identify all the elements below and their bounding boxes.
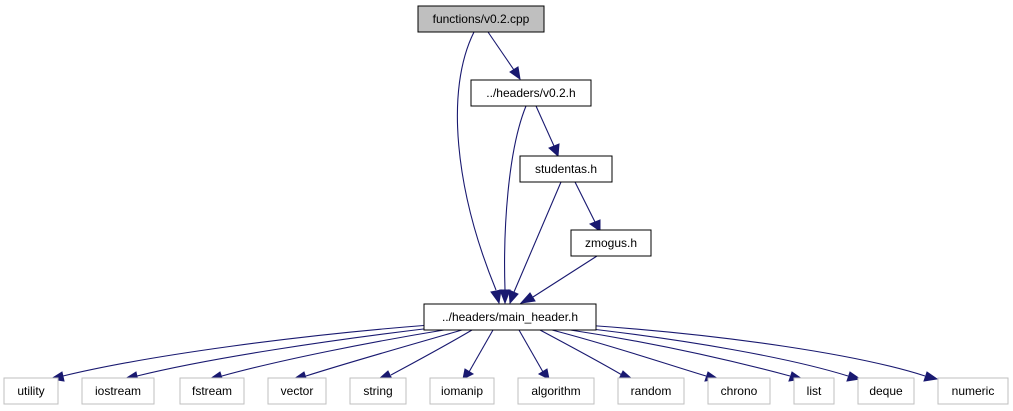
edge-main-header-to-random bbox=[539, 329, 623, 376]
node-string[interactable]: string bbox=[349, 377, 407, 405]
node-zmogus[interactable]: zmogus.h bbox=[570, 229, 652, 257]
node-random[interactable]: random bbox=[617, 377, 685, 405]
node-studentas[interactable]: studentas.h bbox=[519, 155, 613, 183]
node-vector-label: vector bbox=[281, 384, 314, 398]
edge-v02-header-to-main-header bbox=[504, 105, 527, 291]
node-utility[interactable]: utility bbox=[3, 377, 59, 405]
node-chrono-label: chrono bbox=[721, 384, 758, 398]
edge-root-to-main-header bbox=[456, 31, 497, 291]
edge-main-header-to-fstream bbox=[221, 328, 451, 377]
edge-main-header-to-utility bbox=[62, 324, 431, 377]
node-string-label: string bbox=[363, 384, 392, 398]
edge-zmogus-to-main-header bbox=[532, 255, 598, 298]
node-studentas-label: studentas.h bbox=[535, 162, 597, 176]
edge-studentas-to-main-header bbox=[513, 181, 562, 293]
node-iostream-label: iostream bbox=[95, 384, 141, 398]
graph-edges bbox=[49, 31, 939, 382]
edge-main-header-to-string bbox=[390, 329, 473, 376]
node-zmogus-label: zmogus.h bbox=[585, 236, 637, 250]
arrowhead-zmogus bbox=[588, 219, 601, 232]
node-iostream[interactable]: iostream bbox=[81, 377, 155, 405]
arrowhead-main-header-from-root bbox=[490, 289, 502, 305]
node-deque-label: deque bbox=[869, 384, 903, 398]
edge-studentas-to-zmogus bbox=[574, 181, 596, 223]
node-numeric-label: numeric bbox=[952, 384, 995, 398]
node-iomanip-label: iomanip bbox=[441, 384, 483, 398]
node-numeric[interactable]: numeric bbox=[937, 377, 1009, 405]
node-v02-header[interactable]: ../headers/v0.2.h bbox=[470, 79, 592, 107]
edge-root-to-v02-header bbox=[487, 31, 515, 71]
node-iomanip[interactable]: iomanip bbox=[429, 377, 495, 405]
node-list[interactable]: list bbox=[793, 377, 835, 405]
edge-main-header-to-chrono bbox=[551, 329, 707, 377]
edge-main-header-to-iostream bbox=[136, 326, 441, 377]
edge-main-header-to-vector bbox=[305, 329, 463, 377]
arrowhead-iomanip bbox=[462, 368, 475, 380]
arrowhead-main-header-from-studentas bbox=[508, 289, 519, 305]
edge-main-header-to-list bbox=[563, 328, 791, 377]
edge-main-header-to-numeric bbox=[583, 324, 926, 377]
node-fstream[interactable]: fstream bbox=[179, 377, 245, 405]
arrowhead-studentas bbox=[548, 143, 560, 158]
arrowhead-algorithm bbox=[537, 368, 550, 380]
node-main-header[interactable]: ../headers/main_header.h bbox=[423, 303, 597, 331]
node-list-label: list bbox=[807, 384, 822, 398]
node-v02-header-label: ../headers/v0.2.h bbox=[486, 86, 575, 100]
node-root-file-label: functions/v0.2.cpp bbox=[433, 12, 530, 26]
edge-main-header-to-algorithm bbox=[518, 329, 544, 373]
node-random-label: random bbox=[631, 384, 672, 398]
node-utility-label: utility bbox=[17, 384, 44, 398]
arrowhead-main-header-from-v02 bbox=[499, 289, 511, 305]
arrowhead-deque bbox=[846, 371, 862, 382]
node-chrono[interactable]: chrono bbox=[707, 377, 771, 405]
node-root-file[interactable]: functions/v0.2.cpp bbox=[417, 5, 545, 33]
edge-main-header-to-deque bbox=[573, 326, 849, 377]
node-algorithm-label: algorithm bbox=[531, 384, 580, 398]
edge-v02-header-to-studentas bbox=[535, 105, 555, 147]
arrowhead-main-header-from-zmogus bbox=[519, 292, 536, 304]
edge-main-header-to-iomanip bbox=[468, 329, 494, 373]
graph-nodes: functions/v0.2.cpp ../headers/v0.2.h stu… bbox=[3, 5, 1009, 405]
arrowhead-v02-header bbox=[509, 66, 521, 81]
node-fstream-label: fstream bbox=[192, 384, 232, 398]
node-deque[interactable]: deque bbox=[857, 377, 915, 405]
node-main-header-label: ../headers/main_header.h bbox=[442, 310, 578, 324]
node-vector[interactable]: vector bbox=[267, 377, 327, 405]
node-algorithm[interactable]: algorithm bbox=[517, 377, 595, 405]
arrowhead-numeric bbox=[923, 371, 939, 382]
